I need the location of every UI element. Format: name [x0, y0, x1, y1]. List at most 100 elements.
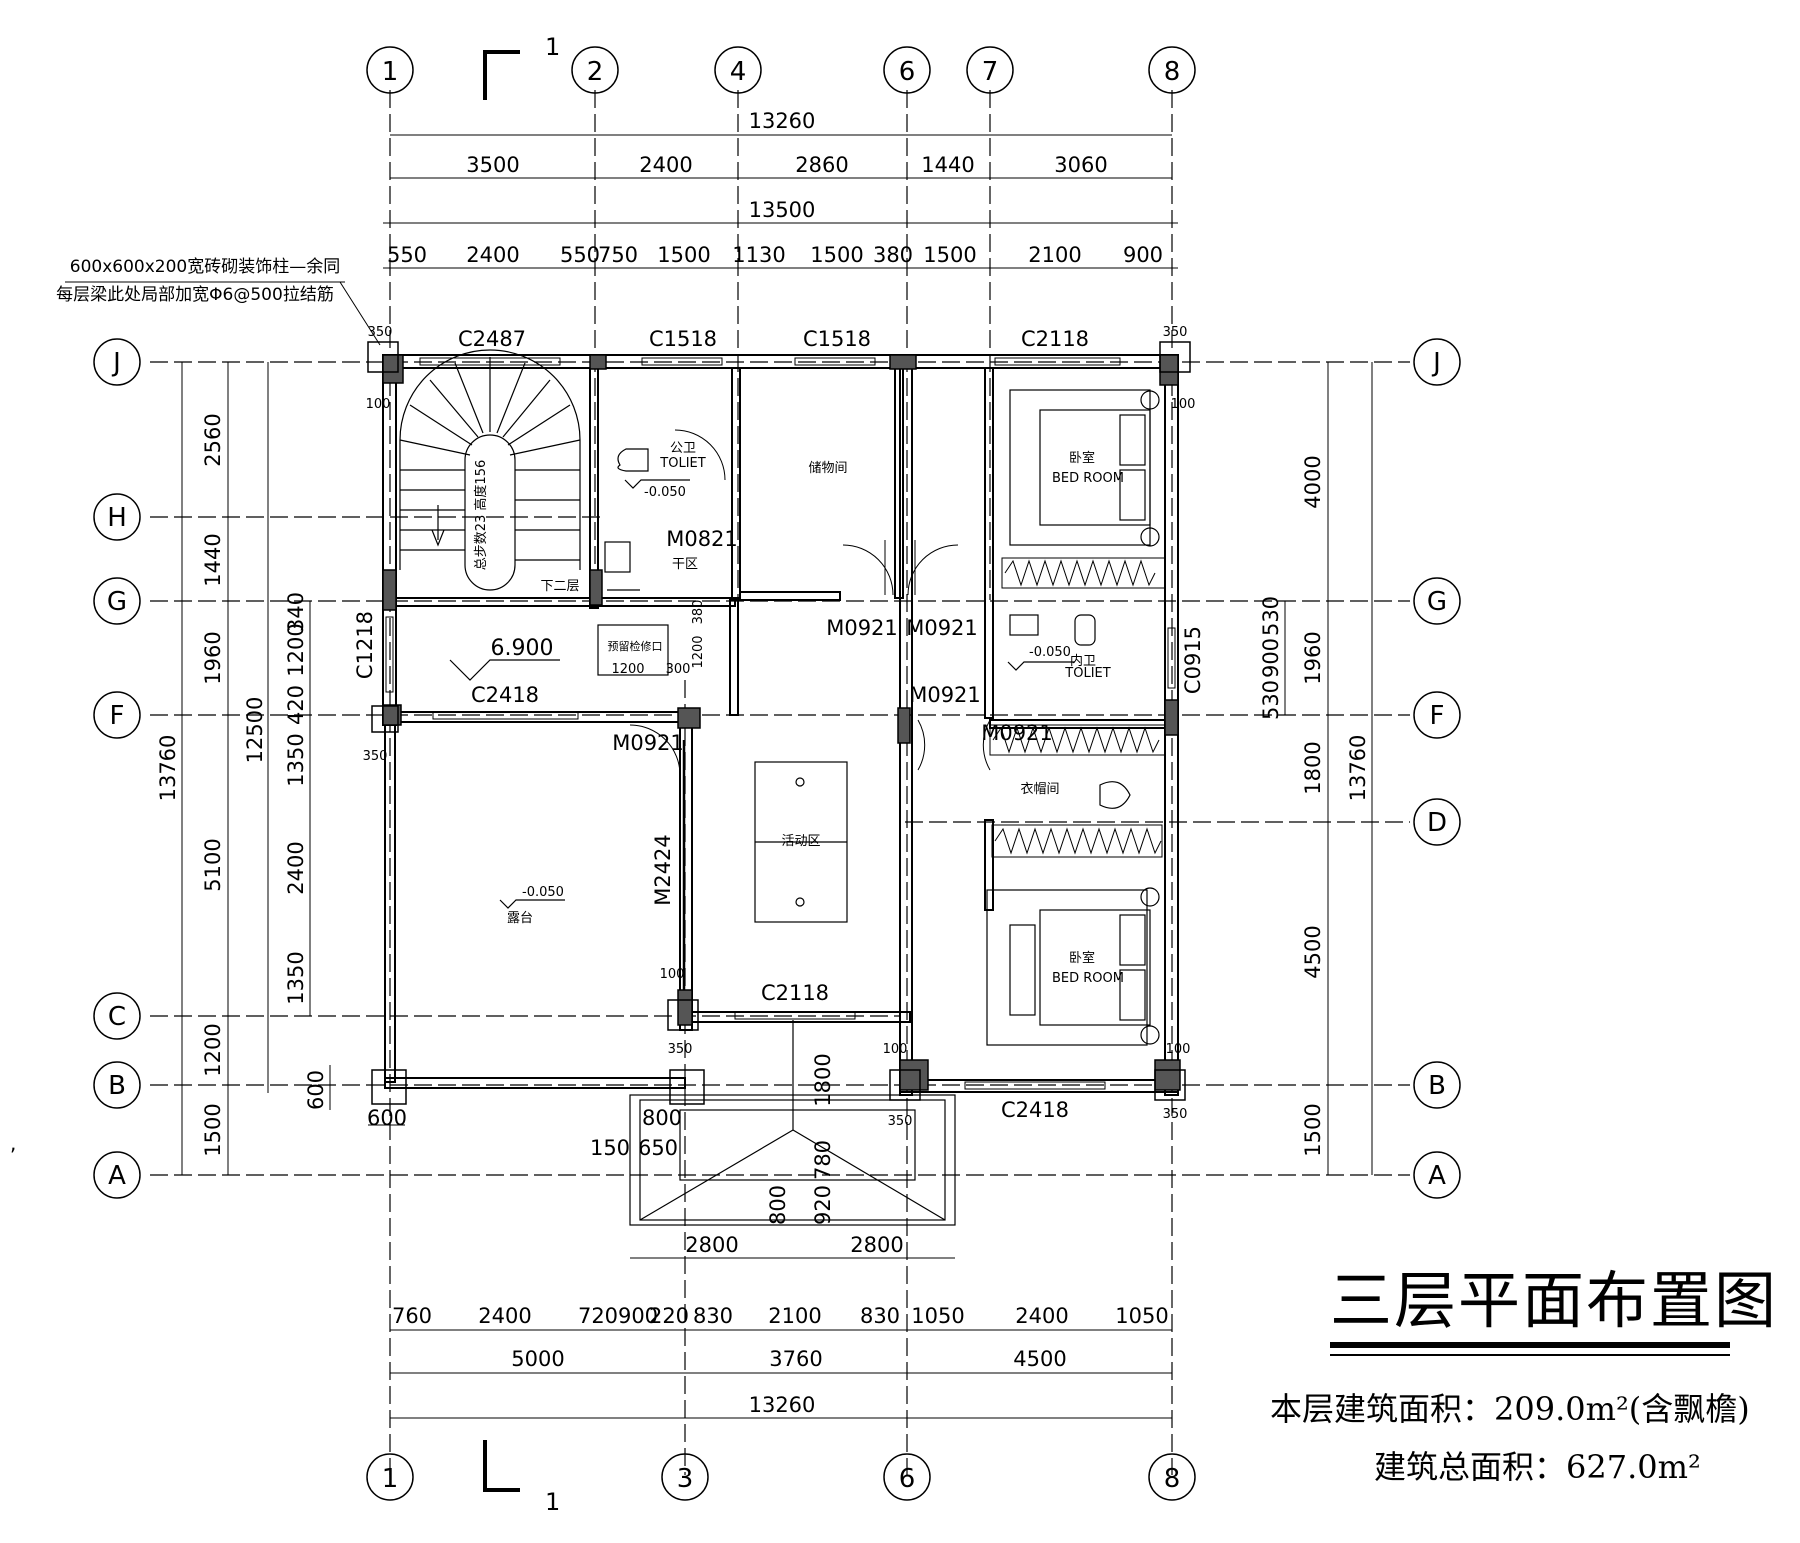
axis-top-5: 7 — [982, 57, 999, 87]
axis-left-h: H — [107, 503, 127, 533]
dim-top-r2-7: 380 — [873, 243, 913, 267]
col-dim-350-d: 350 — [888, 1114, 913, 1129]
note-line-2: 每层梁此处局部加宽Φ6@500拉结筋 — [56, 285, 334, 305]
col-dim-350-e: 350 — [1163, 1107, 1188, 1122]
dim-left-mid: 12500 — [243, 697, 267, 764]
title-underline-thin — [1330, 1354, 1730, 1356]
dim-left-axis-1: 1440 — [201, 533, 225, 586]
total-area: 建筑总面积：627.0m² — [1374, 1448, 1701, 1486]
door-m0921-a: M0921 — [826, 616, 898, 640]
dim-bot-r1-7: 830 — [860, 1304, 900, 1328]
dim-top-r1-4: 3060 — [1054, 153, 1107, 177]
window-c0915: C0915 — [1181, 626, 1205, 694]
dim-porch-side-5: 920 — [811, 1185, 835, 1225]
col-dim-350-b: 350 — [1163, 325, 1188, 340]
dim-bot-r1-5: 830 — [693, 1304, 733, 1328]
axis-top-3: 4 — [730, 57, 747, 87]
section-mark-bottom: 1 — [545, 1488, 560, 1516]
dim-left-axis-3: 5100 — [201, 838, 225, 891]
dim-left-inner-1: 340 — [284, 592, 308, 632]
room-bedroom-bottom-en: BED ROOM — [1052, 971, 1124, 986]
dim-top-r2-9: 2100 — [1028, 243, 1081, 267]
porch — [629, 1020, 956, 1226]
room-stair-down: 下二层 — [540, 579, 579, 594]
window-c2118-bottom: C2118 — [761, 981, 829, 1005]
dim-top-r2-2: 550 — [560, 243, 600, 267]
col-dim-350-f: 350 — [668, 1042, 693, 1057]
axis-top-2: 2 — [587, 57, 604, 87]
dim-top-r2-6: 1500 — [810, 243, 863, 267]
room-inspect-dim: 1200 — [611, 662, 644, 677]
dim-porch-side-2: 650 — [638, 1136, 678, 1160]
window-c1518-b: C1518 — [803, 327, 871, 351]
dim-bot-r2-2: 4500 — [1013, 1347, 1066, 1371]
col-dim-100-b: 100 — [1171, 397, 1196, 412]
axis-top-1: 1 — [382, 57, 399, 87]
dim-lines — [181, 134, 1373, 1419]
room-inner-toilet-cn: 内卫 — [1070, 653, 1096, 669]
dim-right-inner-2: 530 — [1259, 680, 1283, 720]
axis-right-f: F — [1430, 701, 1445, 731]
section-marks — [483, 50, 520, 1492]
room-toilet-level: -0.050 — [644, 485, 686, 500]
door-m0921-c: M0921 — [909, 683, 981, 707]
door-m0821: M0821 — [666, 527, 738, 551]
col-dim-350-c: 350 — [363, 749, 388, 764]
room-bedroom-bottom-cn: 卧室 — [1069, 950, 1095, 966]
dim-bot-r1-3: 900 — [618, 1304, 658, 1328]
stair-steps-label: 总步数23 高度156 — [473, 460, 489, 571]
stray-mark: , — [10, 1131, 16, 1155]
wardrobes — [989, 557, 1166, 858]
dim-left-inner-2: 420 — [284, 685, 308, 725]
dim-bot-r2-1: 3760 — [769, 1347, 822, 1371]
dim-bot-r1-9: 2400 — [1015, 1304, 1068, 1328]
dim-left-inner-3: 1350 — [284, 733, 308, 786]
axis-left-g: G — [107, 587, 127, 617]
room-inspect-dim-1200: 1200 — [691, 635, 706, 668]
room-bedroom-top-en: BED ROOM — [1052, 471, 1124, 486]
dim-bot-r1-6: 2100 — [768, 1304, 821, 1328]
room-inner-toilet-level: -0.050 — [1029, 645, 1071, 660]
dim-top-r2-0: 550 — [387, 243, 427, 267]
room-inspect-dim-380: 380 — [691, 600, 706, 625]
window-c1518-a: C1518 — [649, 327, 717, 351]
dim-porch-side-6: 1800 — [811, 1053, 835, 1106]
dim-right-inner-0: 530 — [1259, 596, 1283, 636]
bed-bottom — [986, 887, 1160, 1046]
dim-left-axis-5: 1500 — [201, 1103, 225, 1156]
room-cloakroom: 衣帽间 — [1020, 781, 1059, 797]
window-c1218: C1218 — [353, 611, 377, 679]
axis-left-c: C — [108, 1002, 126, 1032]
dim-col-0: 600 — [304, 1070, 328, 1110]
dim-top-total: 13260 — [749, 109, 816, 133]
window-c2418-b: C2418 — [1001, 1098, 1069, 1122]
title-underline-thick — [1330, 1342, 1730, 1348]
spiral-stair — [399, 349, 581, 591]
axis-left-b: B — [108, 1071, 126, 1101]
room-activity: 活动区 — [781, 834, 820, 849]
decor-columns — [367, 341, 1191, 1105]
axis-right-g: G — [1427, 587, 1447, 617]
bed-top — [1009, 389, 1160, 547]
dim-right-outer: 13760 — [1346, 735, 1370, 802]
inspection-hatch — [597, 624, 669, 676]
door-m0921-b: M0921 — [906, 616, 978, 640]
axis-right-d: D — [1427, 808, 1447, 838]
axis-left-j: J — [111, 348, 121, 378]
door-swings — [629, 429, 991, 776]
dim-top-r2-5: 1130 — [732, 243, 785, 267]
dim-left-inner-4: 2400 — [284, 841, 308, 894]
roof-level: 6.900 — [491, 636, 554, 661]
dim-top-r2-10: 900 — [1123, 243, 1163, 267]
dim-right-inner-1: 900 — [1259, 638, 1283, 678]
window-c2487: C2487 — [458, 327, 526, 351]
dim-left-inner-5: 1350 — [284, 951, 308, 1004]
room-inspect-dim-300: 300 — [666, 662, 691, 677]
dim-left-axis-0: 2560 — [201, 413, 225, 466]
dim-bot-r1-8: 1050 — [911, 1304, 964, 1328]
dim-porch-side-3: 780 — [811, 1140, 835, 1180]
dim-porch-1: 2800 — [850, 1233, 903, 1257]
axis-lines — [150, 90, 1410, 1475]
dim-top-r2-1: 2400 — [466, 243, 519, 267]
